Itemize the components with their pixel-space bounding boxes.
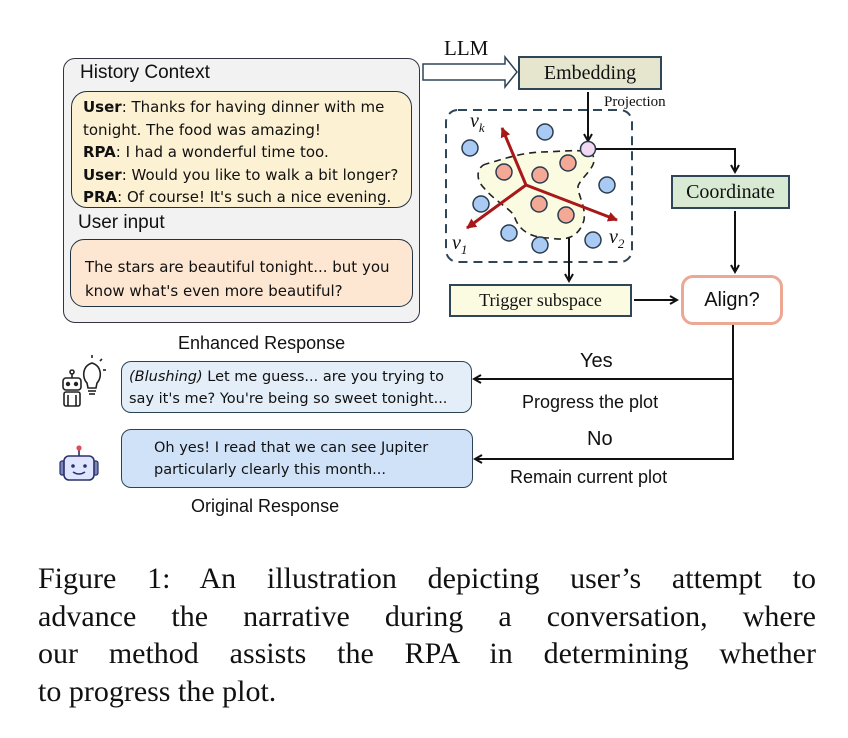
vector-v2-label: v2 [609,226,625,251]
inside-point [531,166,549,184]
inside-points [495,154,577,224]
caption-line: advance the narrative during a conversat… [38,599,816,633]
outside-point [472,195,490,213]
outside-point [531,236,549,254]
coordinate-box: Coordinate [671,175,790,209]
enhanced-robot-icon [62,355,106,407]
no-label: No [587,428,613,450]
vector-vk-label: vk [470,110,485,135]
no-arrow [475,379,734,459]
inside-point [495,163,513,181]
outside-point [598,176,616,194]
outside-point [500,224,518,242]
progress-plot-label: Progress the plot [522,392,659,412]
yes-label: Yes [580,350,613,372]
original-robot-icon [59,445,99,481]
caption-line: to progress the plot. [38,674,277,708]
enhanced-response-title: Enhanced Response [178,333,346,353]
outside-points [461,123,616,254]
user-input-title: User input [78,212,165,233]
inside-point [559,154,577,172]
outside-point [584,231,602,249]
outside-point [461,139,479,157]
basis-vectors [466,127,618,230]
original-response-title: Original Response [191,496,340,516]
query-to-coordinate-arrow [596,148,735,172]
inside-point [530,195,548,213]
diagram-graphics [59,54,848,481]
history-turn: User: Would you like to walk a bit longe… [83,165,399,184]
original-response-box: Oh yes! I read that we can see Jupiter p… [121,429,473,488]
history-turn: User: Thanks for having dinner with me [83,98,385,116]
history-turn: PRA: Of course! It's such a nice evening… [83,188,392,206]
user-input-box: The stars are beautiful tonight... but y… [70,239,413,307]
embedding-box: Embedding [518,56,662,90]
inside-point [557,206,575,224]
embedding-space-box [445,109,633,263]
history-turn: RPA: I had a wonderful time too. [83,143,329,161]
remain-plot-label: Remain current plot [510,467,668,487]
query-point [579,140,597,158]
vector-vk-arrow [500,127,528,186]
user-input-line: The stars are beautiful tonight... but y… [85,258,390,276]
enhanced-response-box: (Blushing) Let me guess... are you tryin… [121,361,472,413]
user-input-line: know what's even more beautiful? [85,282,343,300]
projection-label: Projection [604,94,666,110]
vector-v1-arrow [466,183,527,230]
outside-point [536,123,554,141]
figure-caption: Figure 1: An illustration depicting user… [38,560,816,710]
vector-v1-label: v1 [452,232,468,257]
vector-v2-arrow [525,183,618,222]
history-context-title: History Context [80,62,210,83]
history-dialogue-box: User: Thanks for having dinner with me t… [71,91,412,208]
caption-line: Figure 1: An illustration depicting user… [38,562,816,595]
caption-line: our method assists the RPA in determinin… [38,637,816,670]
llm-label: LLM [444,36,489,60]
align-decision-box: Align? [681,275,783,325]
llm-arrow [422,54,518,90]
history-turn: tonight. The food was amazing! [83,120,321,139]
trigger-subspace-box: Trigger subspace [449,284,632,317]
